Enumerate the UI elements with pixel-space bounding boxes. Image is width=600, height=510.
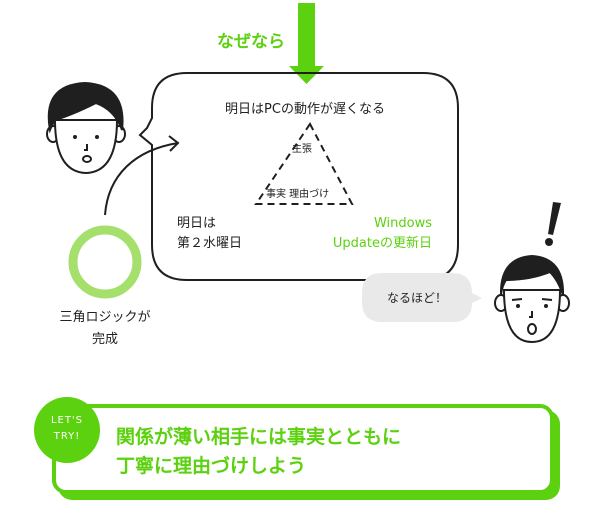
because-label: なぜなら [217, 32, 285, 52]
claim-text: 明日はPCの動作が遅くなる [225, 102, 385, 117]
fact-line2: 第２水曜日 [177, 236, 243, 251]
down-arrow-icon [289, 3, 324, 84]
result-line1: 三角ロジックが [59, 310, 151, 325]
triangle-top-label: 主張 [292, 144, 312, 155]
curved-arrow-icon [104, 142, 179, 216]
reply-bubble [362, 273, 482, 322]
tip-text: 関係が薄い相手には事実とともに 丁寧に理由づけしよう [116, 423, 401, 481]
logic-triangle [254, 122, 354, 205]
lets-try-text: LET'S TRY! [34, 413, 100, 445]
fact-text: 明日は 第２水曜日 [177, 214, 242, 254]
speech-bubble [138, 72, 459, 281]
badge-line1: LET'S [50, 415, 84, 426]
reply-text: なるほど！ [386, 291, 447, 305]
triangle-bottom-label: 事実 理由づけ [266, 189, 330, 200]
listener-face-icon [494, 254, 570, 344]
reason-text: Windows Updateの更新日 [333, 214, 432, 254]
speaker-face-icon [46, 81, 126, 175]
reason-line2: Updateの更新日 [332, 236, 432, 251]
fact-line1: 明日は [177, 216, 217, 231]
result-label: 三角ロジックが 完成 [40, 307, 170, 351]
tip-line2: 丁寧に理由づけしよう [116, 455, 307, 477]
tip-line1: 関係が薄い相手には事実とともに [116, 426, 402, 448]
lets-try-badge [34, 397, 100, 463]
badge-line2: TRY! [53, 431, 81, 442]
exclamation-icon [545, 202, 561, 246]
success-ring-icon [68, 225, 142, 299]
result-line2: 完成 [91, 332, 118, 347]
reason-line1: Windows [373, 216, 432, 231]
